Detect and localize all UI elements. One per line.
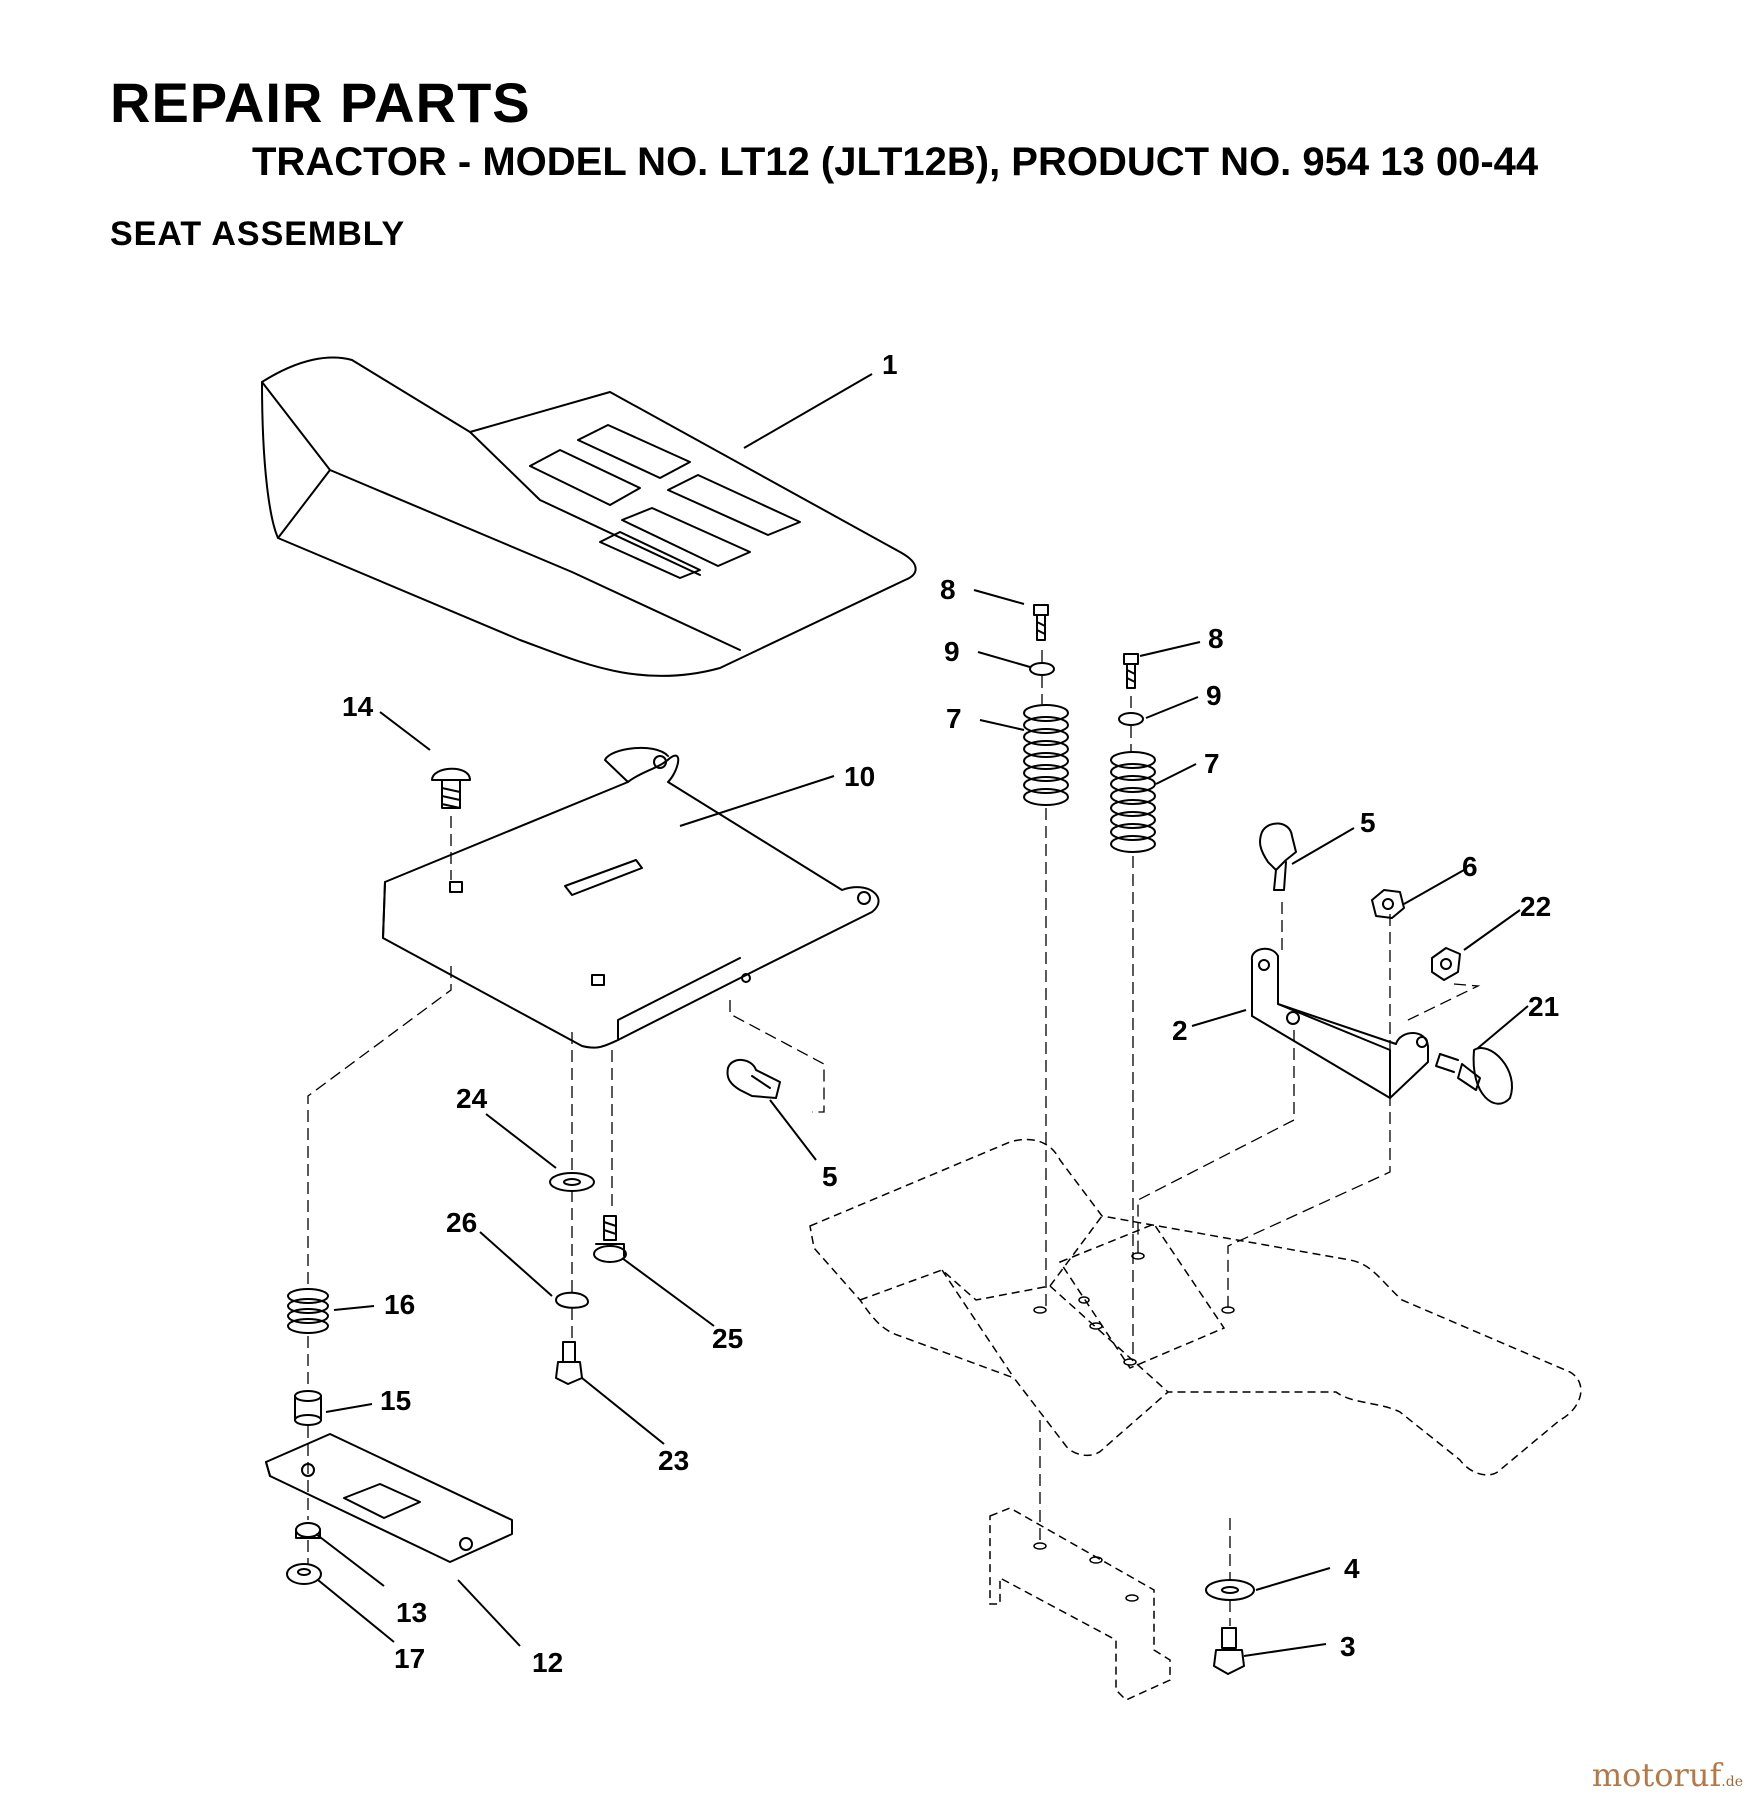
callout-5: 5 xyxy=(1360,807,1376,838)
bracket-part xyxy=(1250,947,1429,1099)
clip-part xyxy=(1259,822,1297,891)
callout-5: 5 xyxy=(822,1161,838,1192)
callout-8: 8 xyxy=(1208,623,1224,654)
callout-22: 22 xyxy=(1520,891,1551,922)
callout-2: 2 xyxy=(1172,1015,1188,1046)
callout-1: 1 xyxy=(882,349,898,380)
nut-part xyxy=(1431,947,1461,981)
seat-part xyxy=(261,356,917,677)
page-title: REPAIR PARTS xyxy=(110,71,531,134)
nut-part xyxy=(295,1522,321,1539)
callout-10: 10 xyxy=(844,761,875,792)
callout-labels: 1 10 14 8 9 7 8 9 7 5 6 22 21 2 24 5 26 … xyxy=(342,349,1559,1678)
callout-3: 3 xyxy=(1340,1631,1356,1662)
alignment-lines xyxy=(307,650,1481,1626)
adjust-plate-part xyxy=(265,1433,513,1563)
flange-bolt-part xyxy=(593,1215,627,1263)
callout-13: 13 xyxy=(396,1597,427,1628)
tractor-frame-phantom xyxy=(809,1138,1582,1701)
callout-15: 15 xyxy=(380,1385,411,1416)
section-title: SEAT ASSEMBLY xyxy=(110,215,406,253)
hex-bolt-part xyxy=(1213,1627,1245,1675)
callout-7: 7 xyxy=(1204,748,1220,779)
spring-part xyxy=(1110,751,1156,853)
seat-pan-part xyxy=(382,746,880,1049)
frame-hole xyxy=(1033,1252,1235,1602)
callout-8: 8 xyxy=(940,574,956,605)
watermark-tld: .de xyxy=(1721,1774,1743,1790)
callout-9: 9 xyxy=(944,636,960,667)
callout-21: 21 xyxy=(1528,991,1559,1022)
watermark-logo: motoruf.de xyxy=(1592,1756,1743,1794)
washer-part xyxy=(549,1172,595,1192)
spacer-part xyxy=(294,1390,322,1426)
hex-bolt-part xyxy=(555,1341,583,1385)
nut-part xyxy=(286,1563,322,1585)
watermark-brand: motoruf xyxy=(1591,1756,1722,1794)
washer-part xyxy=(1205,1579,1255,1601)
spring-part xyxy=(287,1288,329,1334)
clip-part xyxy=(726,1059,781,1099)
washer-part xyxy=(1118,712,1144,726)
carriage-bolt-part xyxy=(431,767,471,809)
callout-4: 4 xyxy=(1344,1553,1360,1584)
callout-24: 24 xyxy=(456,1083,488,1114)
washer-part xyxy=(1029,662,1055,676)
shoulder-bolt-part xyxy=(1435,1047,1513,1105)
callout-14: 14 xyxy=(342,691,374,722)
bolt-part xyxy=(1123,653,1139,689)
callout-6: 6 xyxy=(1462,851,1478,882)
spring-part xyxy=(1023,704,1069,806)
leader-lines xyxy=(315,373,1529,1657)
nut-part xyxy=(1371,889,1405,919)
model-subtitle: TRACTOR - MODEL NO. LT12 (JLT12B), PRODU… xyxy=(252,140,1539,184)
callout-23: 23 xyxy=(658,1445,689,1476)
callout-9: 9 xyxy=(1206,680,1222,711)
callout-16: 16 xyxy=(384,1289,415,1320)
callout-17: 17 xyxy=(394,1643,425,1674)
bolt-part xyxy=(1033,604,1049,641)
callout-12: 12 xyxy=(532,1647,563,1678)
lock-washer-part xyxy=(555,1291,589,1309)
callout-7: 7 xyxy=(946,703,962,734)
callout-26: 26 xyxy=(446,1207,477,1238)
callout-25: 25 xyxy=(712,1323,743,1354)
